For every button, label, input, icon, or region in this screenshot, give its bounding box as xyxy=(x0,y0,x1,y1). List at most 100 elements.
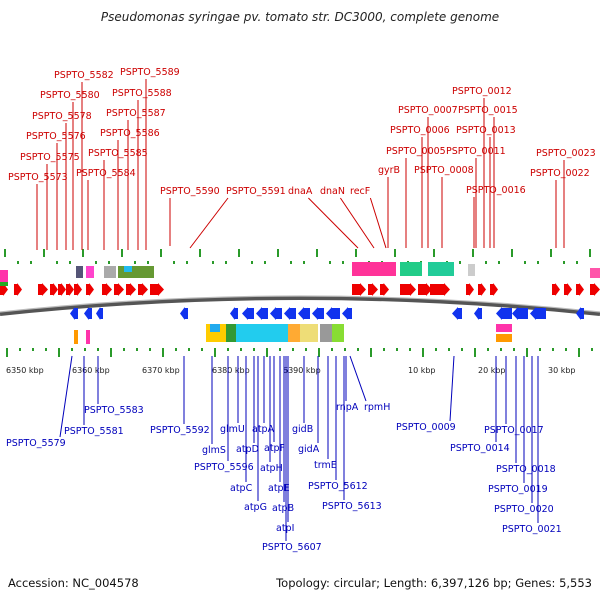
bottom-gene-label[interactable]: PSPTO_0020 xyxy=(494,504,554,515)
forward-gene-arrow[interactable] xyxy=(0,283,8,296)
forward-gene-arrow[interactable] xyxy=(74,283,82,296)
top-gene-label[interactable]: gyrB xyxy=(378,165,400,176)
bottom-gene-label[interactable]: PSPTO_5613 xyxy=(322,501,382,512)
bottom-gene-label[interactable]: PSPTO_5592 xyxy=(150,425,210,436)
bottom-gene-label[interactable]: atpF xyxy=(264,443,285,454)
bottom-gene-label[interactable]: gidB xyxy=(292,424,313,435)
bottom-gene-label[interactable]: PSPTO_5581 xyxy=(64,426,124,437)
forward-gene-arrow[interactable] xyxy=(102,283,112,296)
reverse-gene-arrow[interactable] xyxy=(242,307,254,320)
forward-gene-arrow[interactable] xyxy=(114,283,124,296)
reverse-gene-arrow[interactable] xyxy=(284,307,296,320)
forward-gene-arrow[interactable] xyxy=(126,283,136,296)
top-gene-label[interactable]: PSPTO_5578 xyxy=(32,111,92,122)
top-gene-label[interactable]: PSPTO_0008 xyxy=(414,165,474,176)
forward-gene-arrow[interactable] xyxy=(38,283,48,296)
bottom-gene-label[interactable]: atpH xyxy=(260,463,283,474)
top-gene-label[interactable]: PSPTO_0015 xyxy=(458,105,518,116)
top-gene-label[interactable]: PSPTO_5586 xyxy=(100,128,160,139)
forward-gene-arrow[interactable] xyxy=(590,283,600,296)
reverse-gene-arrow[interactable] xyxy=(312,307,324,320)
reverse-gene-arrow[interactable] xyxy=(256,307,268,320)
bottom-gene-label[interactable]: PSPTO_0018 xyxy=(496,464,556,475)
forward-gene-arrow[interactable] xyxy=(400,283,416,296)
forward-gene-arrow[interactable] xyxy=(466,283,474,296)
top-gene-label[interactable]: PSPTO_0013 xyxy=(456,125,516,136)
bottom-gene-label[interactable]: PSPTO_0009 xyxy=(396,422,456,433)
bottom-gene-label[interactable]: trmE xyxy=(314,460,337,471)
bottom-gene-label[interactable]: atpA xyxy=(252,424,275,435)
reverse-gene-arrow[interactable] xyxy=(230,307,238,320)
reverse-gene-arrow[interactable] xyxy=(474,307,482,320)
forward-gene-arrow[interactable] xyxy=(86,283,94,296)
forward-gene-arrow[interactable] xyxy=(576,283,584,296)
top-gene-label[interactable]: PSPTO_5587 xyxy=(106,108,166,119)
top-gene-label[interactable]: PSPTO_5588 xyxy=(112,88,172,99)
reverse-gene-arrow[interactable] xyxy=(298,307,310,320)
bottom-gene-label[interactable]: rpmH xyxy=(364,402,390,413)
reverse-gene-arrow[interactable] xyxy=(84,307,92,320)
top-gene-label[interactable]: PSPTO_5573 xyxy=(8,172,68,183)
bottom-gene-label[interactable]: atpG xyxy=(244,502,267,513)
bottom-gene-label[interactable]: atpI xyxy=(276,523,294,534)
top-gene-label[interactable]: PSPTO_5591 xyxy=(226,186,286,197)
forward-gene-arrow[interactable] xyxy=(58,283,66,296)
bottom-gene-label[interactable]: glmU xyxy=(220,424,245,435)
bottom-gene-label[interactable]: PSPTO_5579 xyxy=(6,438,66,449)
reverse-gene-arrow[interactable] xyxy=(512,307,528,320)
bottom-gene-label[interactable]: rnpA xyxy=(336,402,359,413)
reverse-gene-arrow[interactable] xyxy=(342,307,352,320)
bottom-gene-label[interactable]: atpD xyxy=(236,444,259,455)
bottom-gene-label[interactable]: PSPTO_0014 xyxy=(450,443,510,454)
bottom-gene-label[interactable]: PSPTO_5607 xyxy=(262,542,322,553)
forward-gene-arrow[interactable] xyxy=(368,283,378,296)
forward-gene-arrow[interactable] xyxy=(380,283,389,296)
top-gene-label[interactable]: PSPTO_0023 xyxy=(536,148,596,159)
top-gene-label[interactable]: PSPTO_5589 xyxy=(120,67,180,78)
forward-gene-arrow[interactable] xyxy=(490,283,498,296)
forward-gene-arrow[interactable] xyxy=(14,283,22,296)
top-gene-label[interactable]: dnaN xyxy=(320,186,345,197)
bottom-gene-label[interactable]: PSPTO_5583 xyxy=(84,405,144,416)
top-gene-label[interactable]: PSPTO_5580 xyxy=(40,90,100,101)
top-gene-label[interactable]: PSPTO_5575 xyxy=(20,152,80,163)
top-gene-label[interactable]: PSPTO_0011 xyxy=(446,146,506,157)
top-gene-label[interactable]: PSPTO_0007 xyxy=(398,105,458,116)
forward-gene-arrow[interactable] xyxy=(150,283,164,296)
forward-gene-arrow[interactable] xyxy=(138,283,148,296)
reverse-gene-arrow[interactable] xyxy=(70,307,78,320)
bottom-gene-label[interactable]: PSPTO_5612 xyxy=(308,481,368,492)
top-gene-label[interactable]: PSPTO_5584 xyxy=(76,168,136,179)
forward-gene-arrow[interactable] xyxy=(50,283,58,296)
forward-gene-arrow[interactable] xyxy=(430,283,450,296)
bottom-gene-label[interactable]: PSPTO_5596 xyxy=(194,462,254,473)
forward-gene-arrow[interactable] xyxy=(552,283,560,296)
top-gene-label[interactable]: PSPTO_5576 xyxy=(26,131,86,142)
top-gene-label[interactable]: PSPTO_0022 xyxy=(530,168,590,179)
bottom-gene-label[interactable]: PSPTO_0017 xyxy=(484,425,544,436)
forward-gene-arrow[interactable] xyxy=(418,283,432,296)
reverse-gene-arrow[interactable] xyxy=(180,307,188,320)
reverse-gene-arrow[interactable] xyxy=(326,307,340,320)
reverse-gene-arrow[interactable] xyxy=(496,307,512,320)
forward-gene-arrow[interactable] xyxy=(478,283,486,296)
top-gene-label[interactable]: PSPTO_5582 xyxy=(54,70,114,81)
top-gene-label[interactable]: PSPTO_0016 xyxy=(466,185,526,196)
forward-gene-arrow[interactable] xyxy=(66,283,74,296)
bottom-gene-label[interactable]: atpE xyxy=(268,483,290,494)
reverse-gene-arrow[interactable] xyxy=(576,307,584,320)
top-gene-label[interactable]: dnaA xyxy=(288,186,313,197)
reverse-gene-arrow[interactable] xyxy=(530,307,546,320)
top-gene-label[interactable]: PSPTO_0006 xyxy=(390,125,450,136)
top-gene-label[interactable]: recF xyxy=(350,186,370,197)
reverse-gene-arrow[interactable] xyxy=(96,307,103,320)
reverse-gene-arrow[interactable] xyxy=(452,307,462,320)
bottom-gene-label[interactable]: atpB xyxy=(272,503,294,514)
top-gene-label[interactable]: PSPTO_0005 xyxy=(386,146,446,157)
forward-gene-arrow[interactable] xyxy=(352,283,366,296)
bottom-gene-label[interactable]: glmS xyxy=(202,445,226,456)
top-gene-label[interactable]: PSPTO_0012 xyxy=(452,86,512,97)
forward-gene-arrow[interactable] xyxy=(564,283,572,296)
bottom-gene-label[interactable]: gidA xyxy=(298,444,320,455)
